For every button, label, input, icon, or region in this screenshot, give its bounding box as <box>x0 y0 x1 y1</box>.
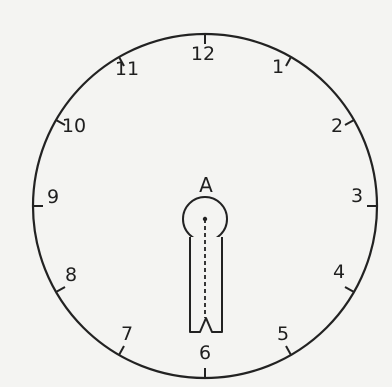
numeral-4: 4 <box>333 261 345 283</box>
numeral-6: 6 <box>199 342 211 364</box>
figure-label-a: A <box>199 173 213 197</box>
person-top-view-figure: A <box>183 173 227 332</box>
numeral-12: 12 <box>191 43 215 65</box>
tick-8 <box>56 287 65 292</box>
tick-7 <box>119 346 124 355</box>
numeral-3: 3 <box>351 185 363 207</box>
figure-body-shape <box>190 237 222 332</box>
tick-4 <box>345 287 354 292</box>
numeral-2: 2 <box>331 115 343 137</box>
tick-1 <box>286 57 291 66</box>
numeral-1: 1 <box>272 56 284 78</box>
numeral-10: 10 <box>62 115 86 137</box>
numeral-7: 7 <box>121 323 133 345</box>
numeral-9: 9 <box>47 186 59 208</box>
tick-2 <box>345 120 354 125</box>
numeral-11: 11 <box>115 58 139 80</box>
numeral-8: 8 <box>65 264 77 286</box>
figure-center-dot <box>203 217 207 221</box>
numeral-5: 5 <box>277 323 289 345</box>
tick-5 <box>286 346 291 355</box>
